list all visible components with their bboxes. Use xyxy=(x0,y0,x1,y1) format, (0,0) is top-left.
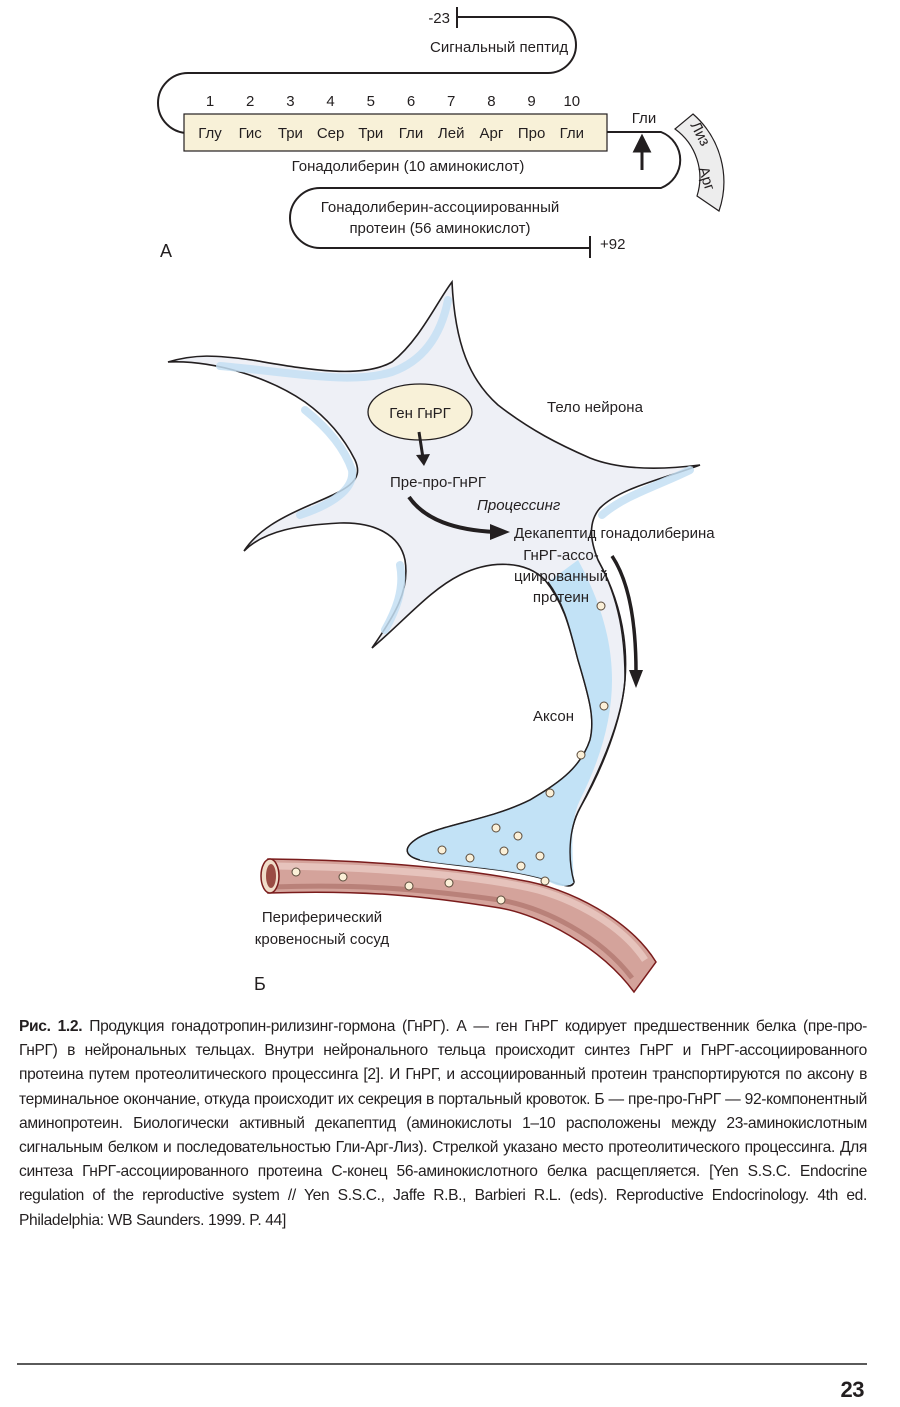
vesicle xyxy=(516,861,526,871)
vesicle xyxy=(291,867,301,877)
vessel-shadow xyxy=(271,883,634,980)
vesicle xyxy=(535,851,545,861)
residue-name: Три xyxy=(278,125,303,142)
cleavage-arrow-icon xyxy=(632,133,652,170)
vessel-lumen xyxy=(266,864,276,888)
neuron-body-label: Тело нейрона xyxy=(547,399,644,416)
residue-name: Про xyxy=(518,125,545,142)
axon-label: Аксон xyxy=(533,708,574,725)
panel-a-label: А xyxy=(160,241,172,261)
residue-position: 9 xyxy=(527,93,535,110)
vesicle xyxy=(338,872,348,882)
transport-arrow-icon xyxy=(610,555,638,673)
caption-label: Рис. 1.2. xyxy=(19,1018,83,1035)
residue-position: 4 xyxy=(326,93,334,110)
transcription-arrow-icon xyxy=(417,431,425,459)
prepro-label: Пре-про-ГнРГ xyxy=(390,474,486,491)
residue-position: 7 xyxy=(447,93,455,110)
signal-peptide-strand xyxy=(157,16,577,134)
start-marker: -23 xyxy=(428,10,450,27)
vesicle xyxy=(545,788,555,798)
gap-strand xyxy=(289,131,682,249)
transport-arrowhead-icon xyxy=(629,670,643,688)
lys-arg-cap xyxy=(674,113,725,212)
axon xyxy=(407,560,612,886)
residue-position: 3 xyxy=(286,93,294,110)
decapeptide-box xyxy=(183,113,608,152)
processing-arrowhead-icon xyxy=(490,524,510,540)
residue-name: Гис xyxy=(239,125,263,142)
signal-peptide-label: Сигнальный пептид xyxy=(430,39,568,56)
vessel-highlight xyxy=(274,862,648,962)
gene-label: Ген ГнРГ xyxy=(389,405,451,422)
axon-outline xyxy=(569,559,626,883)
cleavage-residue-label: Гли xyxy=(632,110,656,127)
residue-position: 2 xyxy=(246,93,254,110)
residue-position: 10 xyxy=(563,93,580,110)
vesicle xyxy=(444,878,454,888)
axon-inner-outline xyxy=(406,581,593,861)
gap-label-line2: протеин (56 аминокислот) xyxy=(349,220,530,237)
gap-product-line1: ГнРГ-ассо- xyxy=(523,547,599,564)
gap-label-line1: Гонадолиберин-ассоциированный xyxy=(321,199,560,216)
vessel-body xyxy=(267,858,657,994)
residue-position: 5 xyxy=(367,93,375,110)
vesicles xyxy=(291,601,609,905)
footer-rule xyxy=(17,1363,867,1365)
caption-text: Продукция гонадотропин-рилизинг-гормона … xyxy=(19,1018,868,1229)
vesicle xyxy=(404,881,414,891)
vesicle xyxy=(496,895,506,905)
decapeptide-product-label: Декапептид гонадолиберина xyxy=(514,525,715,542)
end-marker: +92 xyxy=(600,236,625,253)
blood-vessel xyxy=(260,858,657,994)
cap-residue-arg: Арг xyxy=(695,165,719,193)
residue-name: Гли xyxy=(399,125,423,142)
decapeptide-label: Гонадолиберин (10 аминокислот) xyxy=(292,158,525,175)
residue-name: Арг xyxy=(479,125,503,142)
vesicle xyxy=(499,846,509,856)
neuron-membrane-shading xyxy=(216,296,694,634)
residue-name: Лей xyxy=(438,125,465,142)
vesicle xyxy=(540,876,550,886)
residue-name: Сер xyxy=(317,125,345,142)
residue-position: 8 xyxy=(487,93,495,110)
panel-b-diagram: Ген ГнРГ Пре-про-ГнРГ Процессинг Декапеп… xyxy=(167,279,715,994)
transcription-arrowhead-icon xyxy=(416,454,430,466)
processing-arrow-icon xyxy=(407,495,496,534)
vesicle xyxy=(465,853,475,863)
processing-label: Процессинг xyxy=(477,497,561,514)
vesicle xyxy=(437,845,447,855)
gap-product-line2: циированный xyxy=(514,568,608,585)
vesicle xyxy=(491,823,501,833)
residue-position: 1 xyxy=(206,93,214,110)
gap-product-line3: протеин xyxy=(533,589,589,606)
panel-b-label: Б xyxy=(254,974,266,994)
page-number: 23 xyxy=(840,1377,865,1402)
vesicle xyxy=(513,831,523,841)
vesicle xyxy=(599,701,609,711)
residue-name: Глу xyxy=(198,125,222,142)
figure-caption: Рис. 1.2. Продукция гонадотропин-рилизин… xyxy=(19,1015,867,1233)
residue-position: 6 xyxy=(407,93,415,110)
vesicle xyxy=(576,750,586,760)
vessel-label-line2: кровеносный сосуд xyxy=(255,931,390,948)
vesicle xyxy=(596,601,606,611)
vessel-label-line1: Периферический xyxy=(262,909,382,926)
residue-name: Гли xyxy=(560,125,584,142)
residue-name: Три xyxy=(358,125,383,142)
